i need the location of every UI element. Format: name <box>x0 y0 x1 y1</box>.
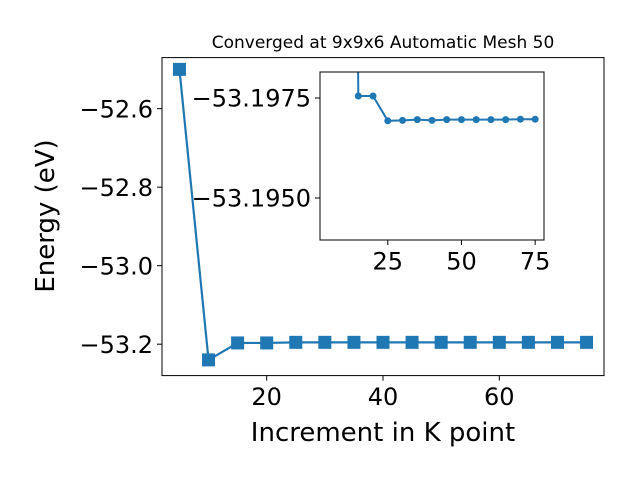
main-point <box>492 335 506 349</box>
inset-axes-frame <box>319 71 545 241</box>
main-point <box>289 335 303 349</box>
inset-x-tick-label: 25 <box>373 247 404 275</box>
main-x-tick-label: 60 <box>484 383 515 411</box>
inset-x-tick-label: 75 <box>520 247 551 275</box>
main-x-tick-label: 40 <box>368 383 399 411</box>
main-y-tick-label: −52.8 <box>79 174 153 202</box>
inset-point <box>354 92 362 100</box>
main-point <box>260 336 274 350</box>
main-series-0 <box>172 62 594 367</box>
main-point <box>347 335 361 349</box>
inset-point <box>443 116 451 124</box>
main-point <box>580 335 594 349</box>
main-point <box>172 62 186 76</box>
inset-x-ticks: 25 50 75 <box>373 240 551 275</box>
main-point <box>463 335 477 349</box>
inset-point <box>487 116 495 124</box>
main-point <box>376 335 390 349</box>
inset-plot-area <box>320 72 544 240</box>
inset-point <box>384 117 392 125</box>
main-point <box>434 335 448 349</box>
main-point <box>202 353 216 367</box>
main-y-tick-label: −53.2 <box>79 331 153 359</box>
main-series-group <box>172 62 594 367</box>
main-x-tick-label: 20 <box>251 383 282 411</box>
inset-series-0 <box>354 72 539 125</box>
inset-point <box>399 116 407 124</box>
main-y-tick-label: −53.0 <box>79 252 153 280</box>
inset-point <box>369 92 377 100</box>
inset-series-group <box>354 72 539 125</box>
inset-point <box>502 116 510 124</box>
main-y-ticks: −53.2 −53.0 −52.8 −52.6 <box>79 95 162 359</box>
inset-y-tick-label: −53.1950 <box>192 185 311 213</box>
inset-y-tick-label: −53.1975 <box>192 85 311 113</box>
inset-point <box>413 116 421 124</box>
main-point <box>405 335 419 349</box>
main-point <box>318 335 332 349</box>
main-y-tick-label: −52.6 <box>79 95 153 123</box>
inset-point <box>516 115 524 123</box>
main-point <box>231 336 245 350</box>
chart-title: Converged at 9x9x6 Automatic Mesh 50 <box>212 33 555 53</box>
inset-x-tick-label: 50 <box>446 247 477 275</box>
inset-point <box>531 115 539 123</box>
main-point <box>550 335 564 349</box>
y-axis-label: Energy (eV) <box>31 139 61 292</box>
inset-point <box>428 116 436 124</box>
main-x-ticks: 20 40 60 <box>251 375 515 411</box>
main-point <box>521 335 535 349</box>
inset-y-ticks: −53.1950 −53.1975 <box>192 85 320 213</box>
inset-point <box>472 116 480 124</box>
inset-point <box>457 116 465 124</box>
x-axis-label: Increment in K point <box>251 418 515 448</box>
